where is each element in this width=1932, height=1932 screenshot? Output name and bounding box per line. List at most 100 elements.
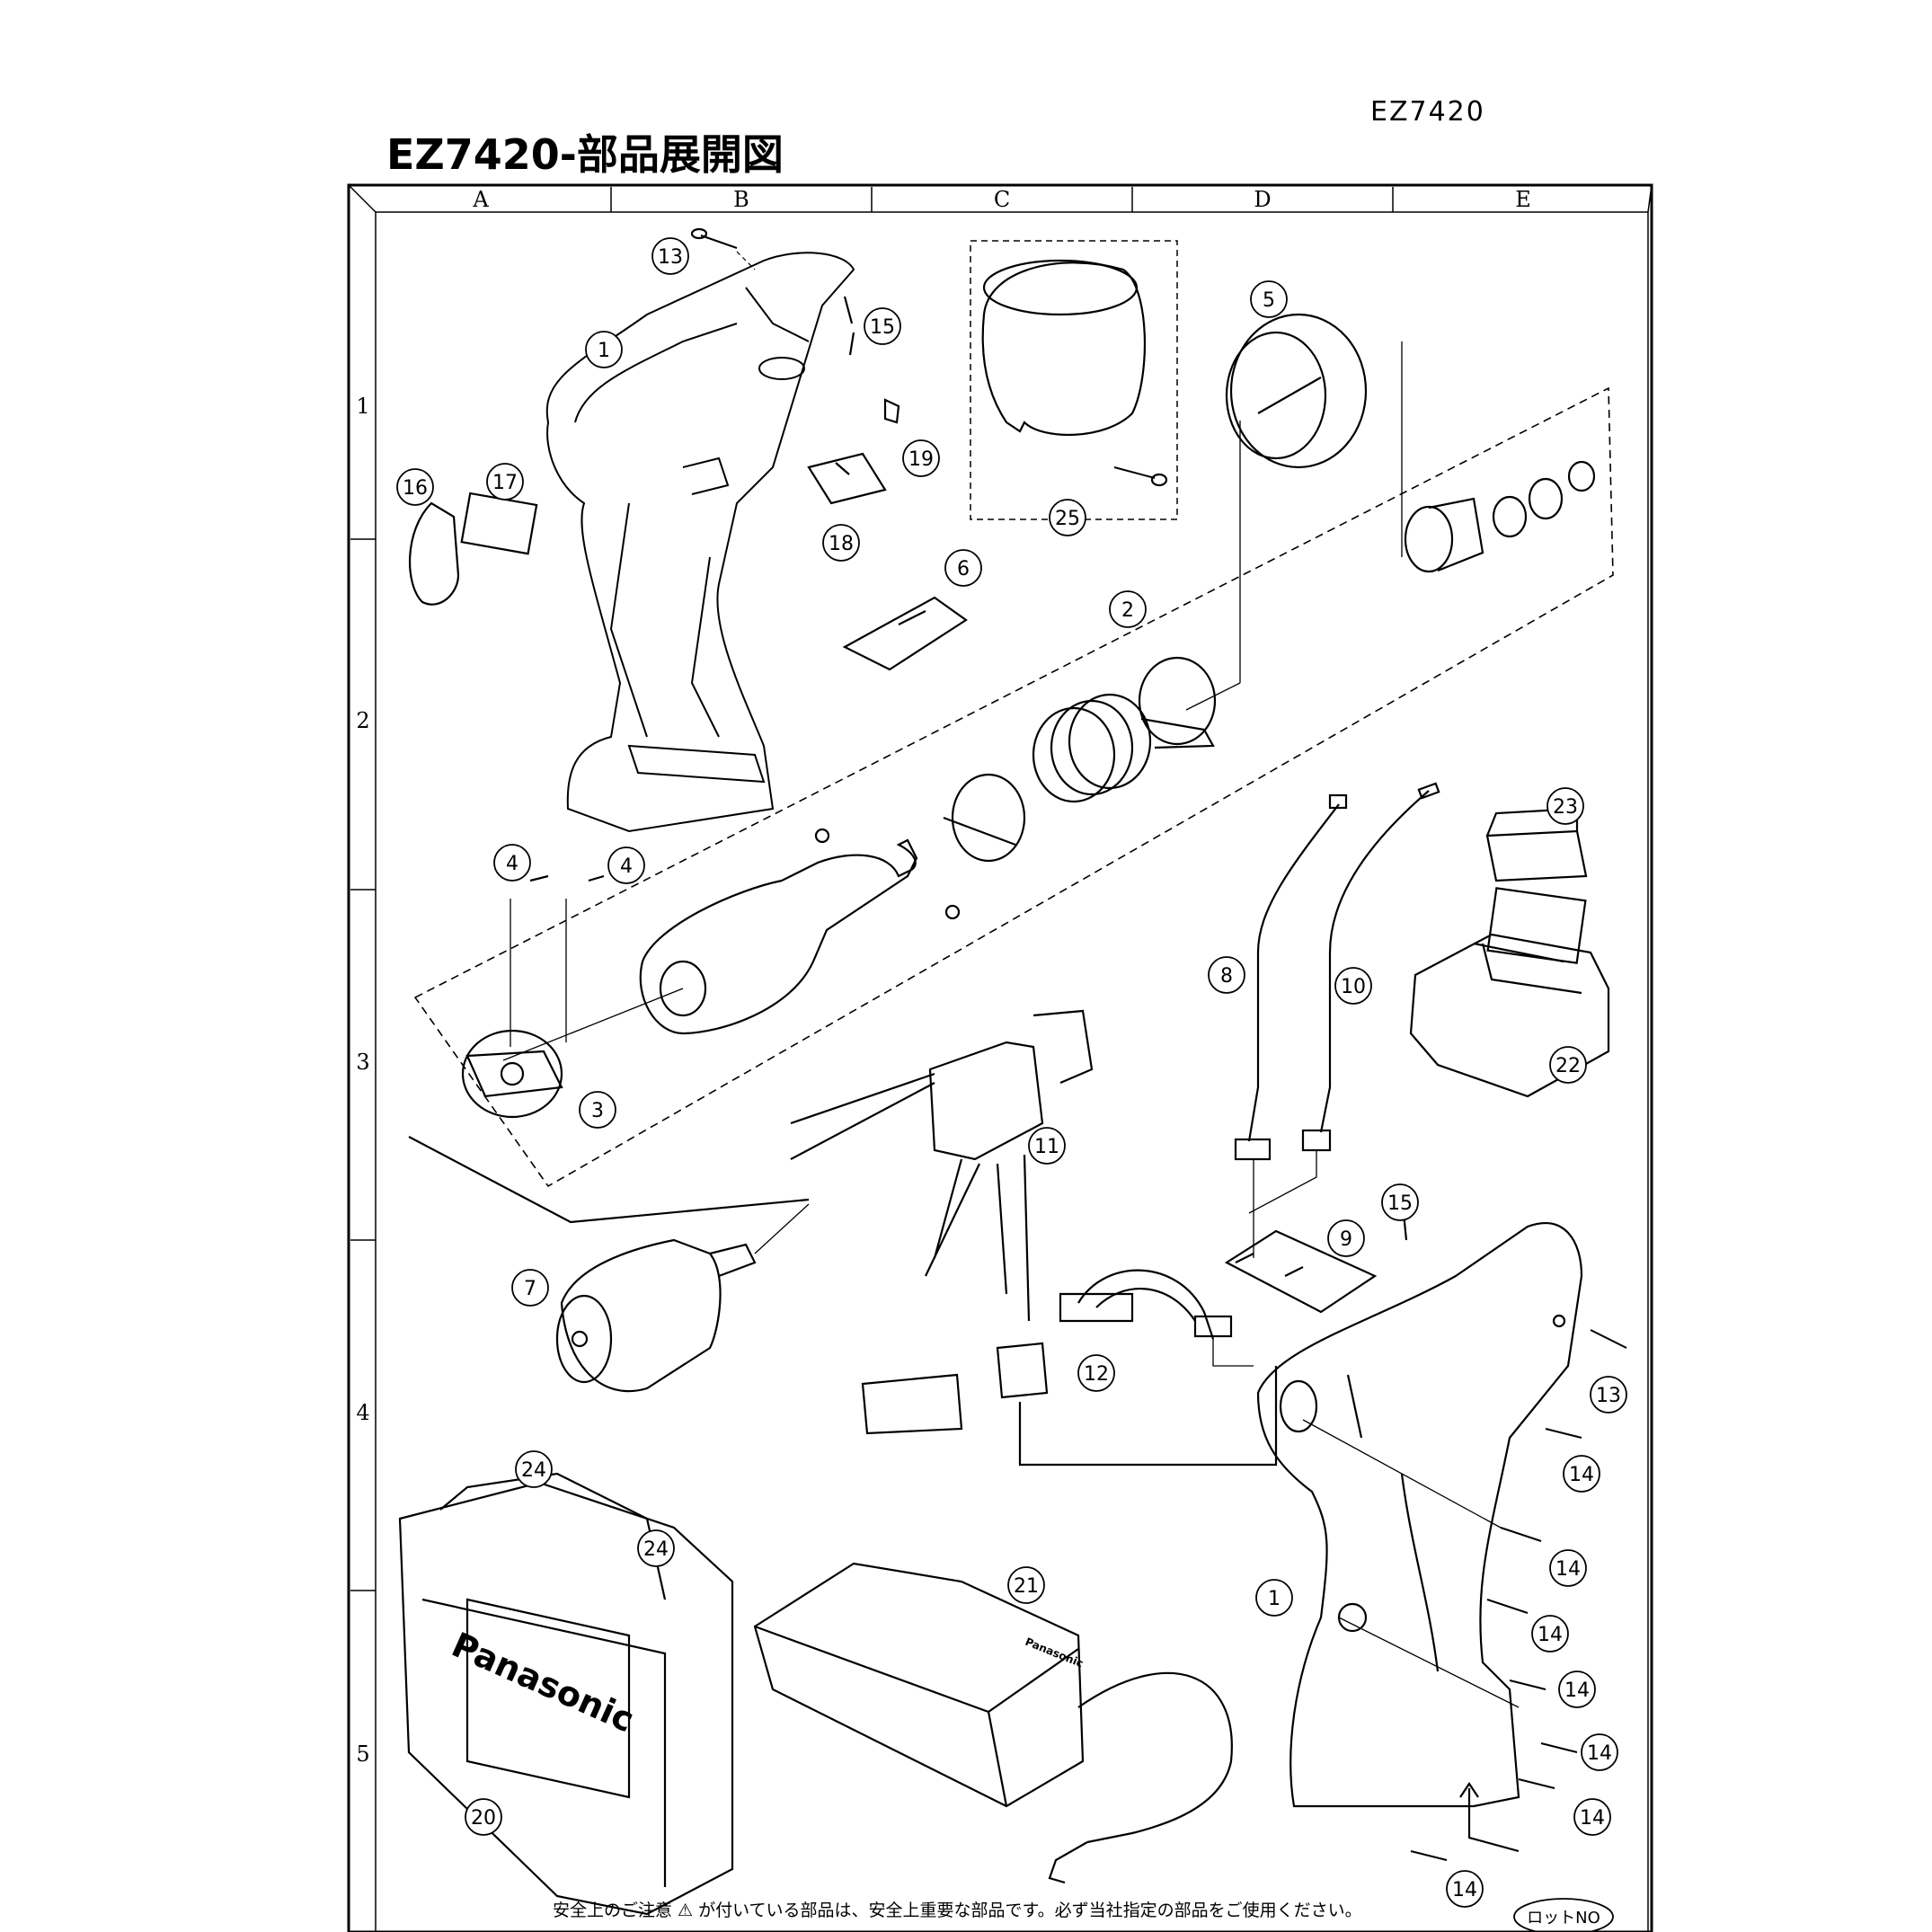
part-callout: 2: [1109, 590, 1147, 628]
part-callout-number: 14: [1569, 1464, 1594, 1486]
housing-assembled-drawing: [1256, 1221, 1583, 1808]
part-callout: 1: [585, 331, 623, 368]
clip-16: [409, 501, 460, 606]
part-callout-number: 7: [524, 1278, 536, 1300]
part-callout: 4: [493, 844, 531, 882]
part-callout: 11: [1028, 1127, 1066, 1165]
drawing-frame: [347, 183, 1653, 1932]
part-callout-number: 4: [506, 853, 518, 875]
part-callout-number: 24: [643, 1538, 669, 1561]
part-callout-number: 9: [1340, 1228, 1352, 1251]
clip-15-top: [843, 296, 855, 356]
part-callout: 25: [1049, 499, 1086, 536]
part-callout-number: 22: [1555, 1055, 1581, 1077]
part-callout-number: 10: [1341, 976, 1366, 998]
label-17: [460, 492, 538, 555]
part-callout-number: 21: [1014, 1575, 1039, 1598]
wires-8-10-drawing: [1234, 782, 1440, 1258]
part-callout: 12: [1077, 1354, 1115, 1392]
grid-row-label: 2: [356, 708, 369, 733]
screw-13-top: [690, 227, 756, 270]
nut-19: [883, 398, 900, 424]
housing-half-upper-drawing: [545, 252, 855, 833]
safety-note: 安全上のご注意 ⚠ が付いている部品は、安全上重要な部品です。必ず当社指定の部品…: [553, 1901, 1362, 1920]
part-callout-number: 16: [403, 477, 428, 500]
mount-plate-3-drawing: [408, 1029, 810, 1224]
grid-row-label: 4: [356, 1400, 369, 1425]
part-callout: 22: [1549, 1046, 1587, 1084]
part-callout-number: 8: [1220, 965, 1233, 988]
part-callout-number: 13: [1596, 1385, 1621, 1407]
part-callout-number: 14: [1580, 1807, 1605, 1830]
part-callout-number: 14: [1452, 1879, 1477, 1901]
part-callout: 16: [396, 468, 434, 506]
part-callout: 14: [1531, 1615, 1569, 1653]
part-callout: 8: [1208, 956, 1245, 994]
part-callout-number: 15: [1387, 1192, 1413, 1215]
part-callout-number: 14: [1564, 1679, 1590, 1702]
part-callout-number: 19: [908, 448, 934, 471]
connector-12-drawing: [1059, 1269, 1254, 1367]
part-callout-number: 5: [1263, 289, 1275, 312]
part-callout: 15: [864, 307, 901, 345]
part-callout: 14: [1558, 1671, 1596, 1708]
spindle-parts-drawing: [1401, 341, 1596, 573]
part-callout-number: 20: [471, 1807, 496, 1830]
part-callout: 14: [1581, 1733, 1618, 1771]
part-callout: 14: [1573, 1798, 1611, 1836]
bracket-18: [807, 452, 887, 505]
part-callout: 13: [1590, 1376, 1627, 1414]
gear-ring-springs-drawing: [814, 656, 1217, 920]
part-callout: 21: [1007, 1566, 1045, 1604]
part-callout-number: 3: [591, 1100, 604, 1122]
clutch-ring-5-drawing: [1185, 313, 1368, 711]
part-callout: 14: [1549, 1549, 1587, 1587]
part-callout: 10: [1334, 967, 1372, 1005]
part-callout-number: 25: [1055, 508, 1080, 530]
page-title: EZ7420-部品展開図: [386, 130, 784, 179]
charger-21-drawing: [753, 1562, 1233, 1884]
grid-column-label: E: [1515, 187, 1531, 212]
part-callout: 6: [944, 549, 982, 587]
part-callout: 13: [651, 237, 689, 275]
part-callout: 20: [465, 1798, 502, 1836]
part-callout-number: 4: [620, 855, 633, 878]
part-callout: 5: [1250, 280, 1288, 318]
part-callout-number: 23: [1553, 796, 1578, 819]
part-callout: 14: [1563, 1455, 1600, 1493]
part-callout-number: 6: [957, 558, 970, 580]
part-callout: 1: [1255, 1579, 1293, 1617]
grid-column-label: C: [994, 187, 1010, 212]
screws-14-lower: [1302, 1329, 1627, 1861]
part-callout: 24: [515, 1450, 553, 1488]
part-callout: 19: [902, 439, 940, 477]
part-callout-number: 1: [1268, 1588, 1281, 1610]
part-callout: 7: [511, 1269, 549, 1307]
grid-column-label: D: [1254, 187, 1271, 212]
part-callout: 24: [637, 1529, 675, 1567]
switch-harness-11-drawing: [790, 1009, 1278, 1467]
lot-number-arrow: [1459, 1782, 1520, 1853]
part-callout: 9: [1327, 1219, 1365, 1257]
grid-row-label: 3: [356, 1050, 369, 1075]
part-callout-number: 24: [521, 1459, 546, 1482]
part-callout-number: 13: [658, 246, 683, 269]
part-callout-number: 1: [598, 340, 610, 362]
grid-column-label: B: [733, 187, 749, 212]
part-callout: 15: [1381, 1183, 1419, 1221]
screws-4-drawing: [510, 874, 605, 1047]
part-callout: 14: [1446, 1870, 1484, 1908]
gearbox-2-drawing: [502, 838, 918, 1061]
gear-cover-25-drawing: [970, 240, 1178, 520]
part-callout-number: 14: [1538, 1624, 1563, 1646]
model-code: EZ7420: [1370, 96, 1485, 128]
part-callout-number: 14: [1587, 1742, 1612, 1765]
part-callout: 3: [579, 1091, 616, 1129]
circuit-board-9: [1224, 1229, 1378, 1314]
part-callout: 17: [486, 463, 524, 501]
battery-22-drawing: [1409, 887, 1610, 1098]
switch-cap-6: [842, 596, 968, 671]
